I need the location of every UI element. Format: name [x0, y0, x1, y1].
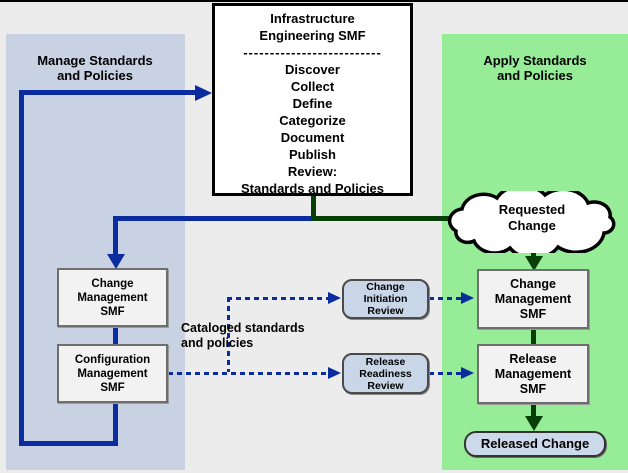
arrow-loop-to-infra-head [195, 84, 212, 101]
arrow-to-released-change-head [524, 416, 543, 431]
requested-change-label: Requested Change [498, 202, 566, 233]
branch-to-left-line [113, 216, 314, 221]
release-readiness-review-node: Release Readiness Review [342, 353, 429, 394]
loop-up-from-config-line [113, 403, 118, 446]
manage-standards-title: Manage Standards and Policies [37, 53, 153, 83]
release-management-smf-node: Release Management SMF [477, 344, 589, 404]
requested-change-cloud [447, 191, 616, 253]
cataloged-standards-label: Cataloged standards and policies [181, 321, 305, 350]
dashed-release-readiness-arrowhead [328, 367, 341, 379]
connector-change-config-line [113, 326, 118, 345]
dashed-initiation-to-change-mgmt-line [429, 297, 463, 300]
configuration-management-smf-node: Configuration Management SMF [57, 344, 168, 403]
change-management-smf-left-node: Change Management SMF [57, 268, 168, 327]
arrow-cloud-to-change-mgmt-head [524, 256, 543, 271]
dashed-config-to-release-readiness-line [168, 372, 330, 375]
dashed-release-mgmt-arrowhead [461, 367, 474, 379]
loop-bottom-line [19, 441, 118, 446]
infrastructure-smf-activities: Discover Collect Define Categorize Docum… [240, 62, 385, 196]
released-change-node: Released Change [464, 431, 606, 457]
manage-standards-panel [6, 34, 185, 470]
divider-dashes: -------------------------- [243, 45, 382, 60]
arrow-to-released-change-line [531, 403, 536, 418]
cloud-outline [447, 191, 616, 253]
arrow-to-change-mgmt-left-line [113, 216, 118, 256]
infrastructure-smf-title: Infrastructure Engineering SMF [259, 11, 366, 43]
infra-output-line [311, 195, 316, 221]
dashed-change-initiation-arrowhead [328, 292, 341, 304]
dashed-readiness-to-release-mgmt-line [429, 372, 463, 375]
infra-to-cloud-line [311, 216, 471, 221]
top-border [0, 0, 628, 2]
dashed-change-mgmt-right-arrowhead [461, 292, 474, 304]
arrow-loop-to-infra-line [20, 90, 198, 95]
connector-change-release-line [531, 328, 536, 345]
change-management-smf-right-node: Change Management SMF [477, 269, 589, 329]
loop-left-line [19, 90, 24, 446]
infrastructure-smf-box: Infrastructure Engineering SMF ---------… [212, 3, 413, 196]
dashed-to-change-initiation-line [227, 297, 330, 300]
apply-standards-title: Apply Standards and Policies [483, 53, 587, 83]
dashed-branch-up-line [227, 297, 230, 372]
arrow-to-change-mgmt-left-head [106, 254, 125, 269]
change-initiation-review-node: Change Initiation Review [342, 279, 429, 319]
